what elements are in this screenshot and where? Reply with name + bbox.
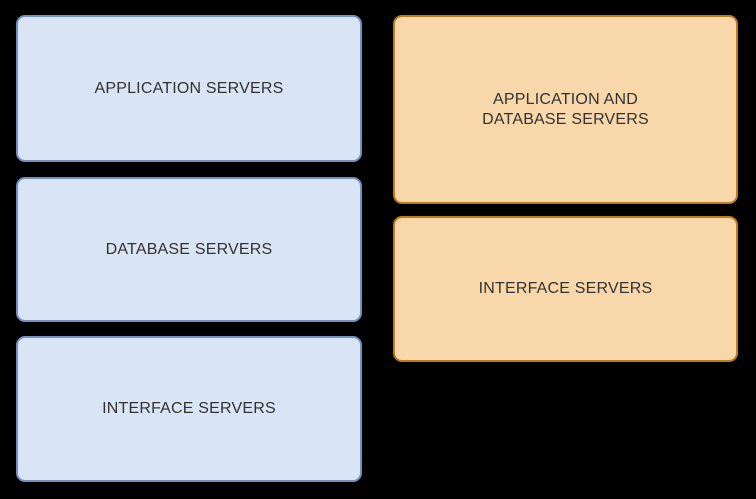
node-application-servers: APPLICATION SERVERS [16,15,362,162]
node-label-application-and-database-servers: APPLICATION AND DATABASE SERVERS [482,90,649,128]
node-label-application-servers: APPLICATION SERVERS [94,79,284,97]
node-interface-servers-left: INTERFACE SERVERS [16,336,362,482]
node-label-database-servers: DATABASE SERVERS [105,240,273,258]
node-application-and-database-servers: APPLICATION AND DATABASE SERVERS [393,15,738,204]
node-label-interface-servers-left: INTERFACE SERVERS [102,400,276,417]
node-interface-servers-right: INTERFACE SERVERS [393,216,738,362]
node-database-servers: DATABASE SERVERS [16,177,362,322]
node-label-interface-servers-right: INTERFACE SERVERS [478,280,653,297]
